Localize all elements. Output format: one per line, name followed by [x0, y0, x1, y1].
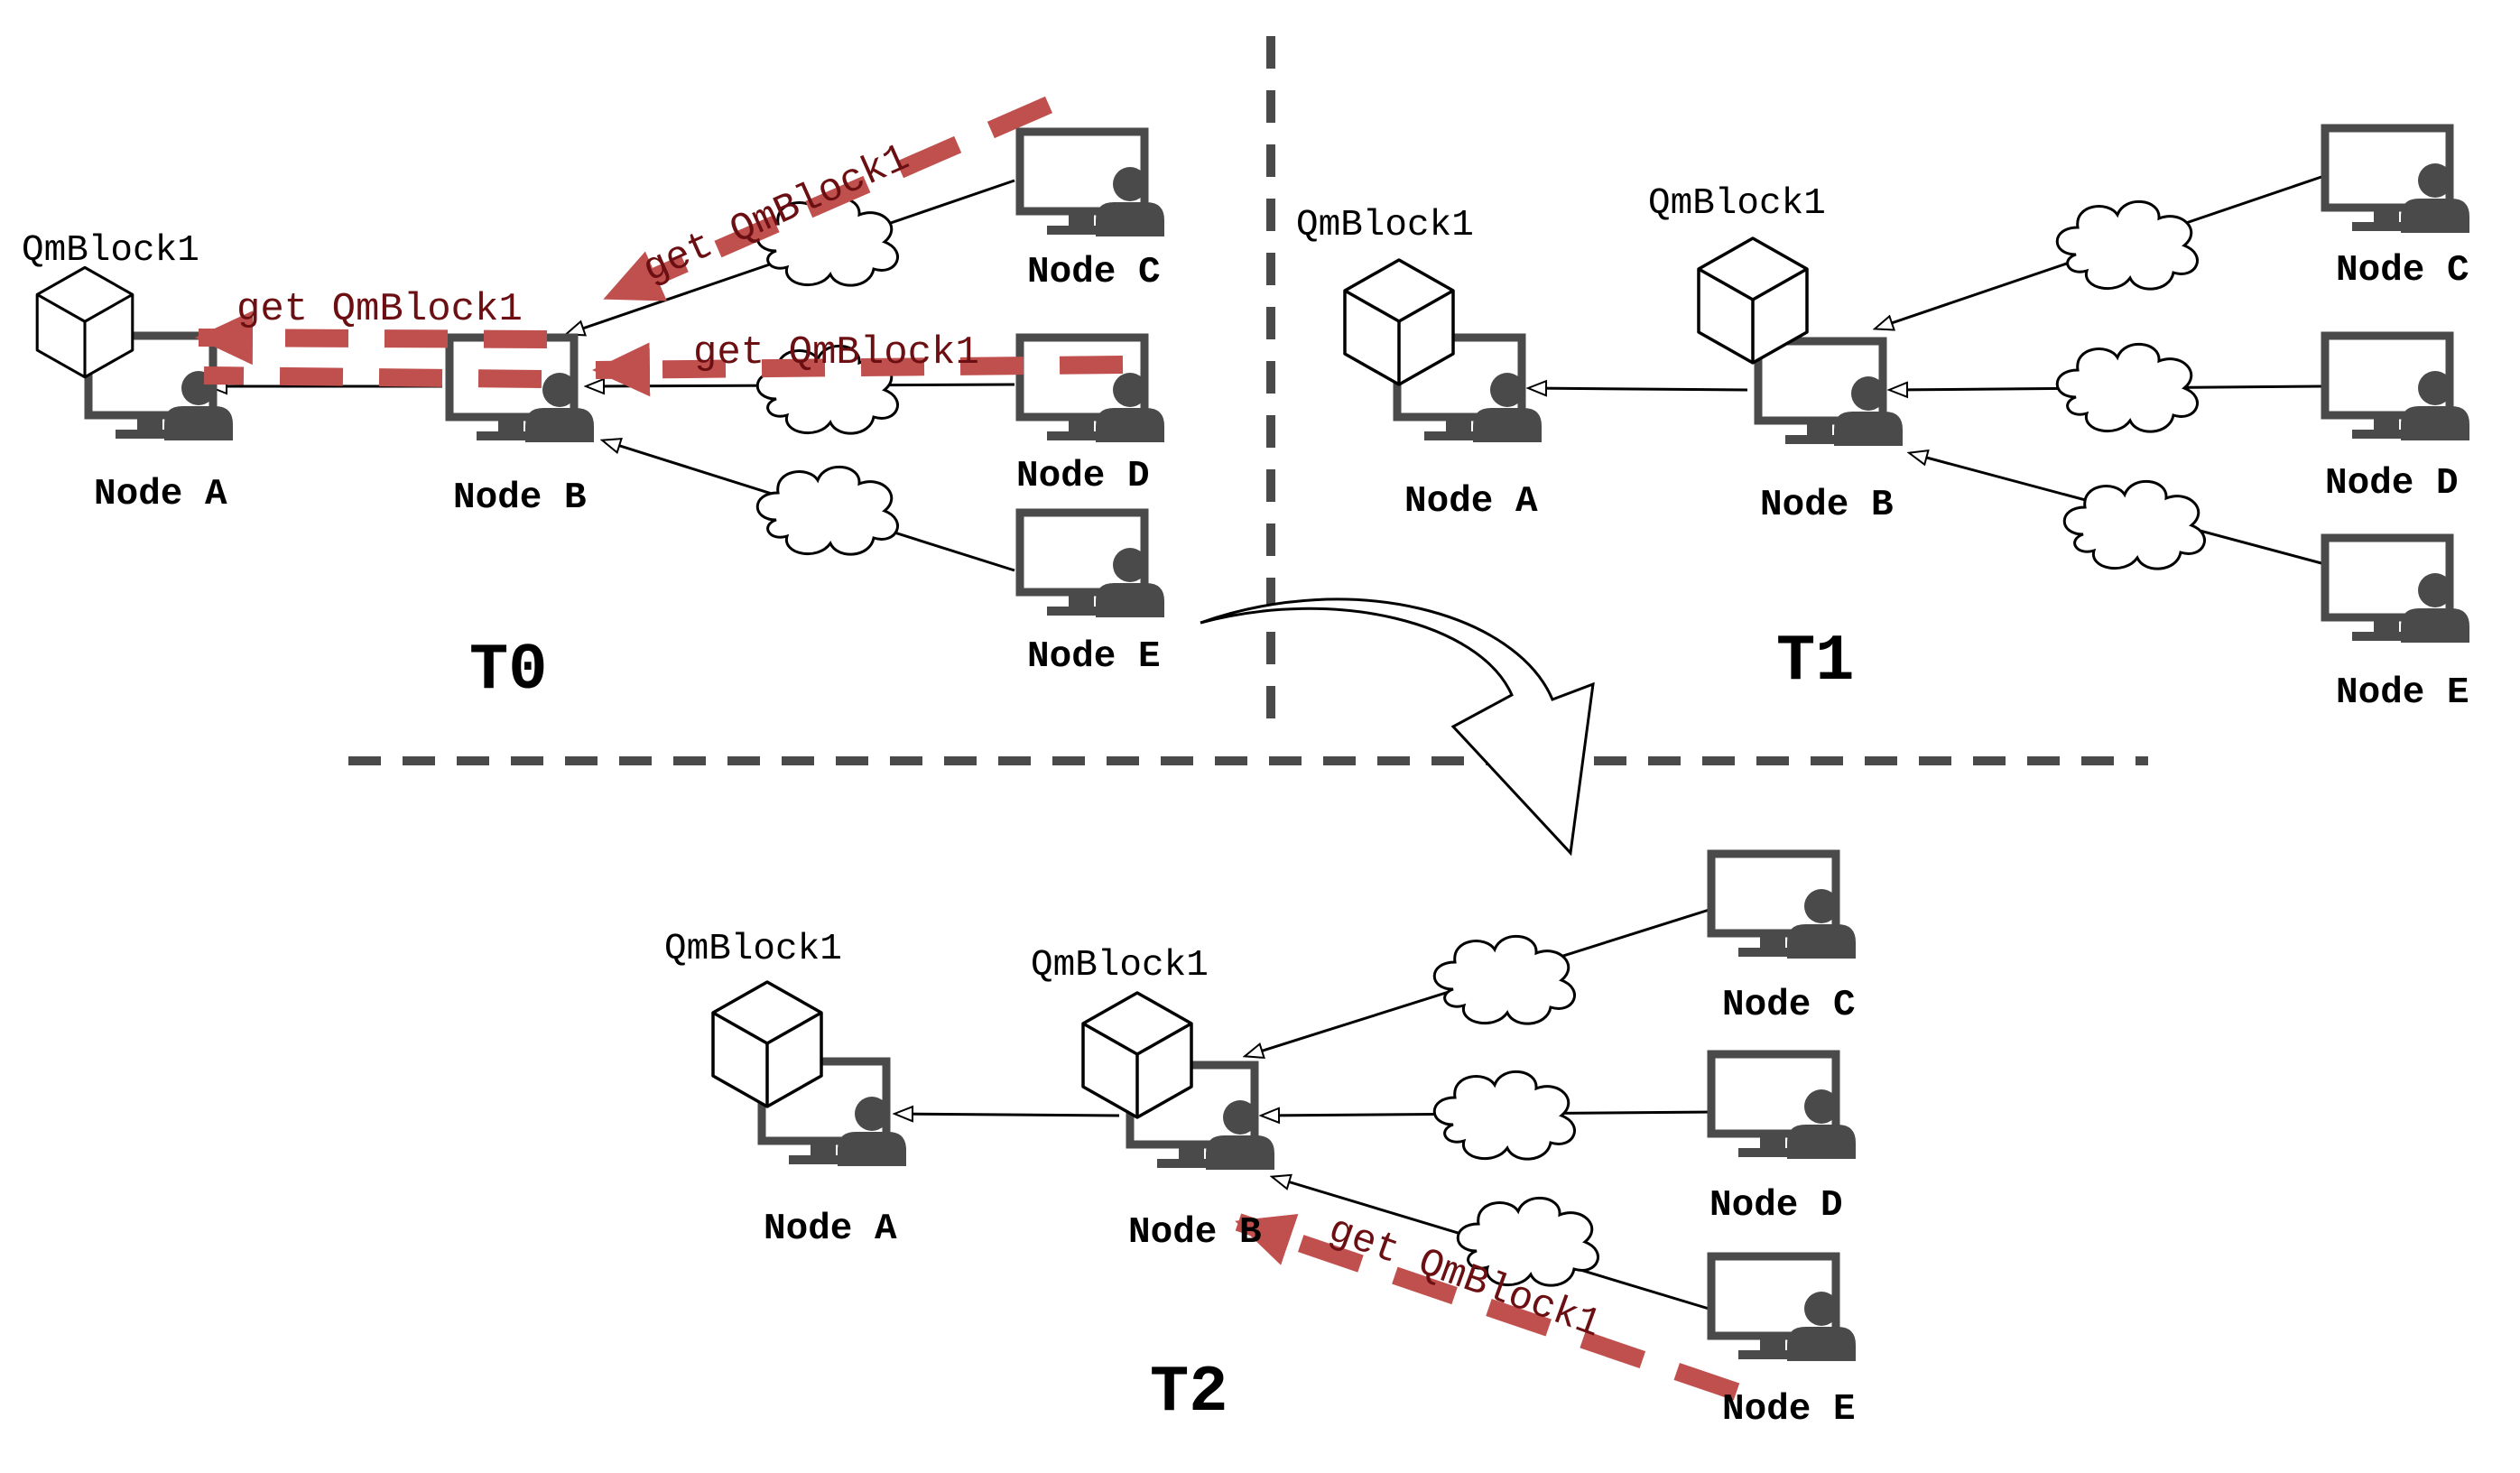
- request-arrow-b-a: [195, 310, 548, 366]
- cloud-icon: [2055, 342, 2200, 433]
- request-arrow-b-a-2: [203, 366, 542, 388]
- cloud-icon: [1432, 934, 1577, 1025]
- request-label: get QmBlock1: [236, 287, 523, 332]
- block-label: QmBlock1: [1648, 183, 1826, 225]
- node-d-label: Node D: [2325, 463, 2459, 505]
- computer-user-icon: [1758, 341, 1903, 446]
- block-label: QmBlock1: [1031, 945, 1209, 987]
- request-label: get QmBlock1: [693, 330, 979, 375]
- node-d-label: Node D: [1709, 1185, 1843, 1227]
- node-a-label: Node A: [94, 474, 227, 515]
- computer-user-icon: [449, 338, 594, 442]
- request-arrow-e-b: [1235, 1213, 1740, 1401]
- panel-t2: QmBlock1 QmBlock1 get QmBlock1 Node A No…: [664, 854, 1856, 1431]
- computer-user-icon: [1020, 513, 1164, 617]
- computer-user-icon: [1020, 338, 1164, 442]
- node-e-label: Node E: [1027, 636, 1161, 678]
- time-label-t2: T2: [1150, 1356, 1228, 1430]
- time-label-t1: T1: [1776, 625, 1854, 699]
- cube-icon: [35, 265, 134, 379]
- computer-user-icon: [1020, 132, 1164, 236]
- link-b-a: [895, 1114, 1120, 1116]
- node-b-label: Node B: [1128, 1212, 1262, 1254]
- node-a-label: Node A: [1404, 481, 1538, 523]
- request-arrow-d-b: [592, 342, 1124, 397]
- block-label: QmBlock1: [664, 929, 842, 970]
- node-a-label: Node A: [764, 1209, 897, 1250]
- node-c-label: Node C: [2336, 250, 2469, 292]
- node-b-label: Node B: [453, 477, 587, 519]
- node-e-label: Node E: [1722, 1389, 1856, 1431]
- time-label-t0: T0: [469, 634, 547, 708]
- node-d-label: Node D: [1016, 456, 1150, 497]
- cloud-icon: [2062, 479, 2207, 570]
- link-b-a: [1529, 388, 1748, 390]
- computer-user-icon: [2325, 336, 2469, 440]
- computer-user-icon: [1711, 1054, 1856, 1159]
- panel-t0: QmBlock1 get QmBlock1 get QmBlock1 get Q…: [22, 96, 1164, 708]
- computer-user-icon: [1711, 854, 1856, 959]
- block-label: QmBlock1: [1296, 205, 1474, 246]
- curved-arrow-icon: [1200, 598, 1595, 857]
- node-e-label: Node E: [2336, 672, 2469, 714]
- computer-user-icon: [2325, 538, 2469, 643]
- block-label: QmBlock1: [22, 230, 199, 272]
- request-arrow-c-b: [602, 96, 1053, 307]
- node-c-label: Node C: [1027, 252, 1161, 293]
- node-c-label: Node C: [1722, 985, 1856, 1026]
- cube-icon: [1343, 258, 1455, 386]
- computer-user-icon: [2325, 128, 2469, 233]
- cube-icon: [1081, 991, 1193, 1119]
- cube-icon: [711, 980, 823, 1108]
- cloud-icon: [1432, 1070, 1577, 1161]
- node-b-label: Node B: [1760, 485, 1894, 526]
- cloud-icon: [755, 465, 900, 556]
- computer-user-icon: [1711, 1256, 1856, 1361]
- panel-t1: QmBlock1 QmBlock1 Node A Node B Node C N…: [1296, 128, 2469, 714]
- cloud-icon: [2055, 199, 2200, 291]
